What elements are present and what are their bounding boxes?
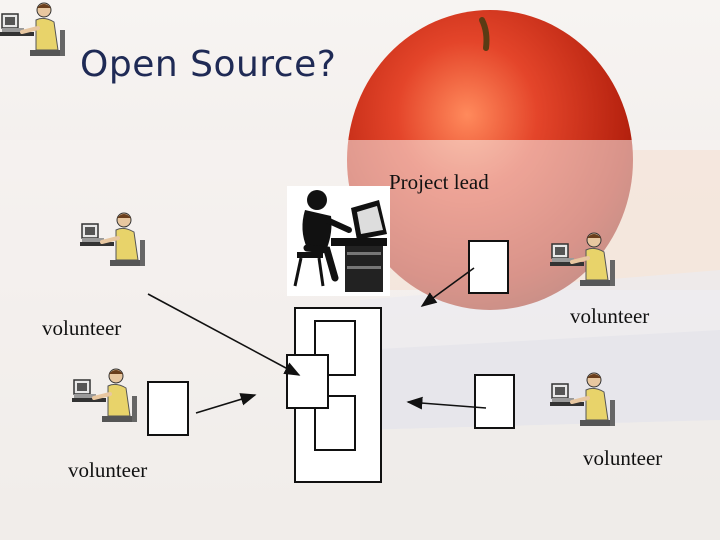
volunteer-label-left-bottom: volunteer: [68, 458, 148, 482]
module-box-contributed: [286, 354, 329, 409]
volunteer-label-left-top: volunteer: [42, 316, 122, 340]
arrow-right-bottom-to-project: [406, 396, 487, 410]
contribution-box-right-top: [468, 240, 509, 294]
arrow-right-top-to-project: [420, 267, 475, 307]
developer-at-desk-icon: [287, 186, 390, 296]
person-at-computer-icon: [78, 208, 148, 272]
volunteer-label-right-bottom: volunteer: [583, 446, 663, 470]
contribution-box-right-bottom: [474, 374, 515, 429]
slide-title: Open Source?: [80, 44, 337, 85]
volunteer-label-right-top: volunteer: [570, 304, 650, 328]
person-at-computer-icon: [548, 228, 618, 292]
arrow-left-bottom-to-project: [195, 393, 257, 414]
person-at-computer-icon: [70, 364, 140, 428]
arrow-left-top-to-project: [147, 293, 301, 376]
person-at-computer-icon: [548, 368, 618, 432]
project-lead-label: Project lead: [389, 170, 489, 194]
contribution-box-left-bottom: [147, 381, 189, 436]
person-at-computer-icon: [0, 2, 65, 56]
